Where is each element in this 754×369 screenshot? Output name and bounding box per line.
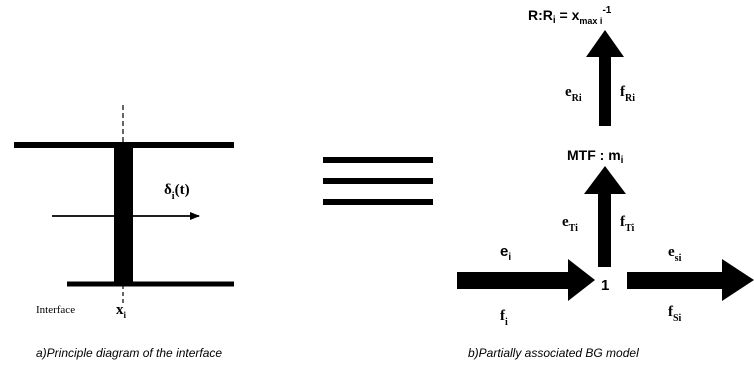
bond-arrow-input (457, 259, 595, 301)
junction-1-label: 1 (601, 277, 609, 294)
mtf-label: MTF : mi (567, 147, 624, 166)
f-r-label: fRi (620, 84, 635, 104)
x-label: xi (116, 302, 127, 320)
caption-b: b)Partially associated BG model (468, 346, 639, 360)
f-s-label: fSi (668, 304, 682, 324)
delta-label: δi(t) (164, 182, 190, 202)
interface-bar (114, 145, 133, 285)
r-element-label: R:Ri = xmax i-1 (528, 5, 612, 26)
bond-arrow-to-mtf (584, 166, 626, 267)
e-s-label: esi (668, 244, 682, 264)
e-i-label: ei (500, 243, 511, 263)
interface-label: Interface (36, 304, 75, 316)
interface-principle-diagram: δi(t) Interface xi a)Principle diagram o… (14, 105, 234, 360)
e-r-label: eRi (565, 84, 582, 104)
caption-a: a)Principle diagram of the interface (36, 346, 222, 360)
bond-arrow-to-r (586, 30, 624, 126)
bond-arrow-output (627, 259, 754, 301)
equivalence-symbol (323, 157, 433, 205)
f-t-label: fTi (620, 214, 634, 234)
f-i-label: fi (500, 308, 508, 328)
e-t-label: eTi (562, 214, 578, 234)
bond-graph-model: R:Ri = xmax i-1 eRi fRi MTF : mi eTi fTi… (457, 5, 754, 360)
